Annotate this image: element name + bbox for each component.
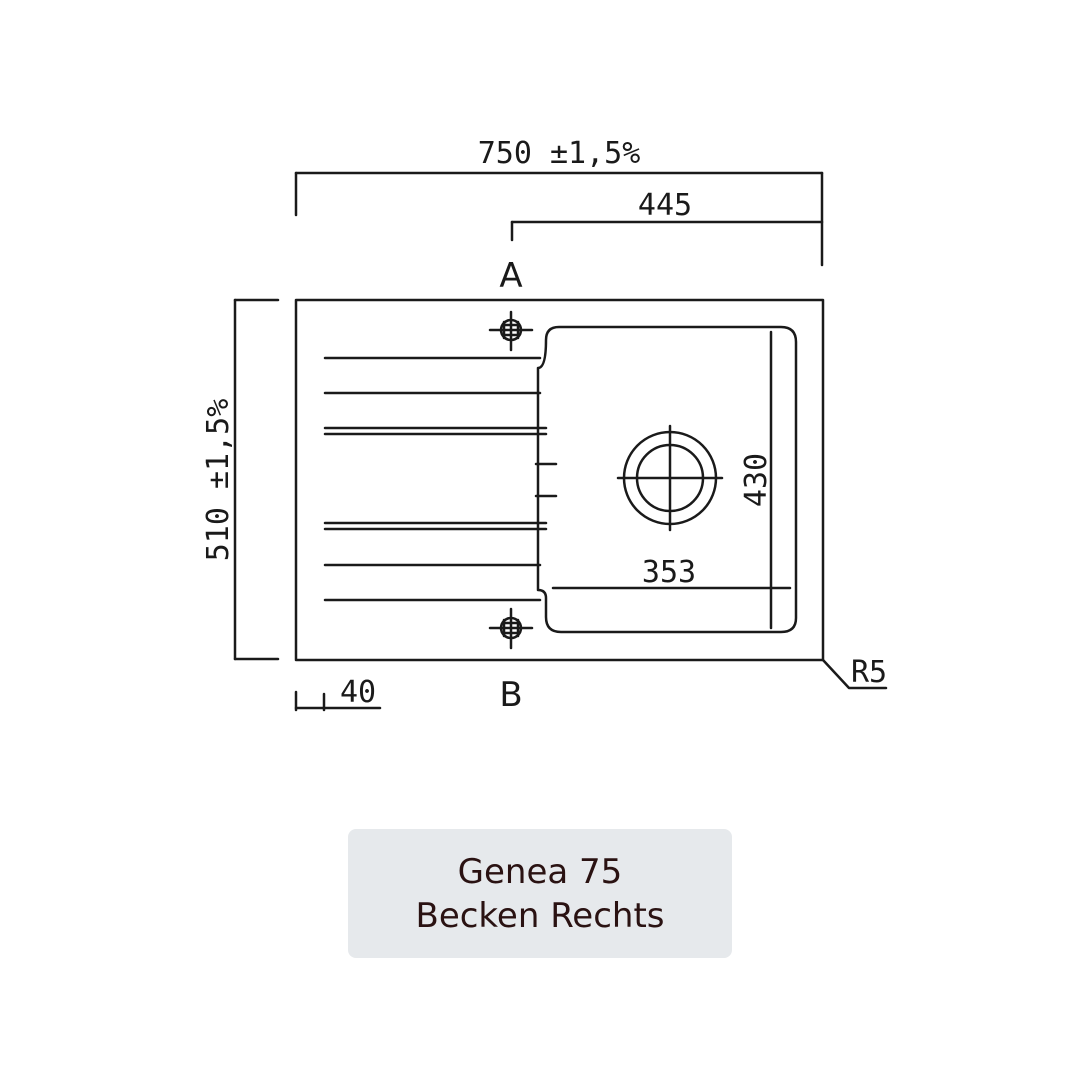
- drain-icon: [616, 424, 724, 532]
- corner-radius-leader: [821, 658, 888, 690]
- tap-hole-a-icon: [488, 310, 534, 352]
- tap-hole-b-icon: [488, 607, 534, 650]
- bowl-offset-dimension-line: [510, 220, 824, 242]
- product-variant: Becken Rechts: [415, 895, 665, 936]
- sink-outline: [294, 298, 825, 662]
- bowl-offset-label: 445: [638, 188, 692, 223]
- sink-technical-drawing: 750 ±1,5% 445 A 510 ±1,5% 430 353 B 40 R…: [201, 136, 888, 715]
- drain-grooves: [323, 356, 558, 602]
- edge-offset-dimension-line: [294, 690, 382, 712]
- bowl-width-label: 353: [642, 555, 696, 590]
- edge-offset-label: 40: [340, 675, 376, 710]
- overall-width-dimension-line: [294, 171, 824, 267]
- point-a-label: A: [499, 256, 522, 296]
- corner-radius-label: R5: [851, 655, 887, 690]
- product-caption: Genea 75 Becken Rechts: [348, 829, 732, 958]
- overall-depth-label: 510 ±1,5%: [201, 399, 236, 562]
- product-model: Genea 75: [457, 851, 623, 892]
- overall-depth-dimension-line: [233, 298, 280, 661]
- overall-width-label: 750 ±1,5%: [478, 136, 641, 171]
- point-b-label: B: [499, 675, 522, 715]
- bowl-depth-label: 430: [739, 453, 774, 507]
- bowl-outline: [536, 325, 798, 634]
